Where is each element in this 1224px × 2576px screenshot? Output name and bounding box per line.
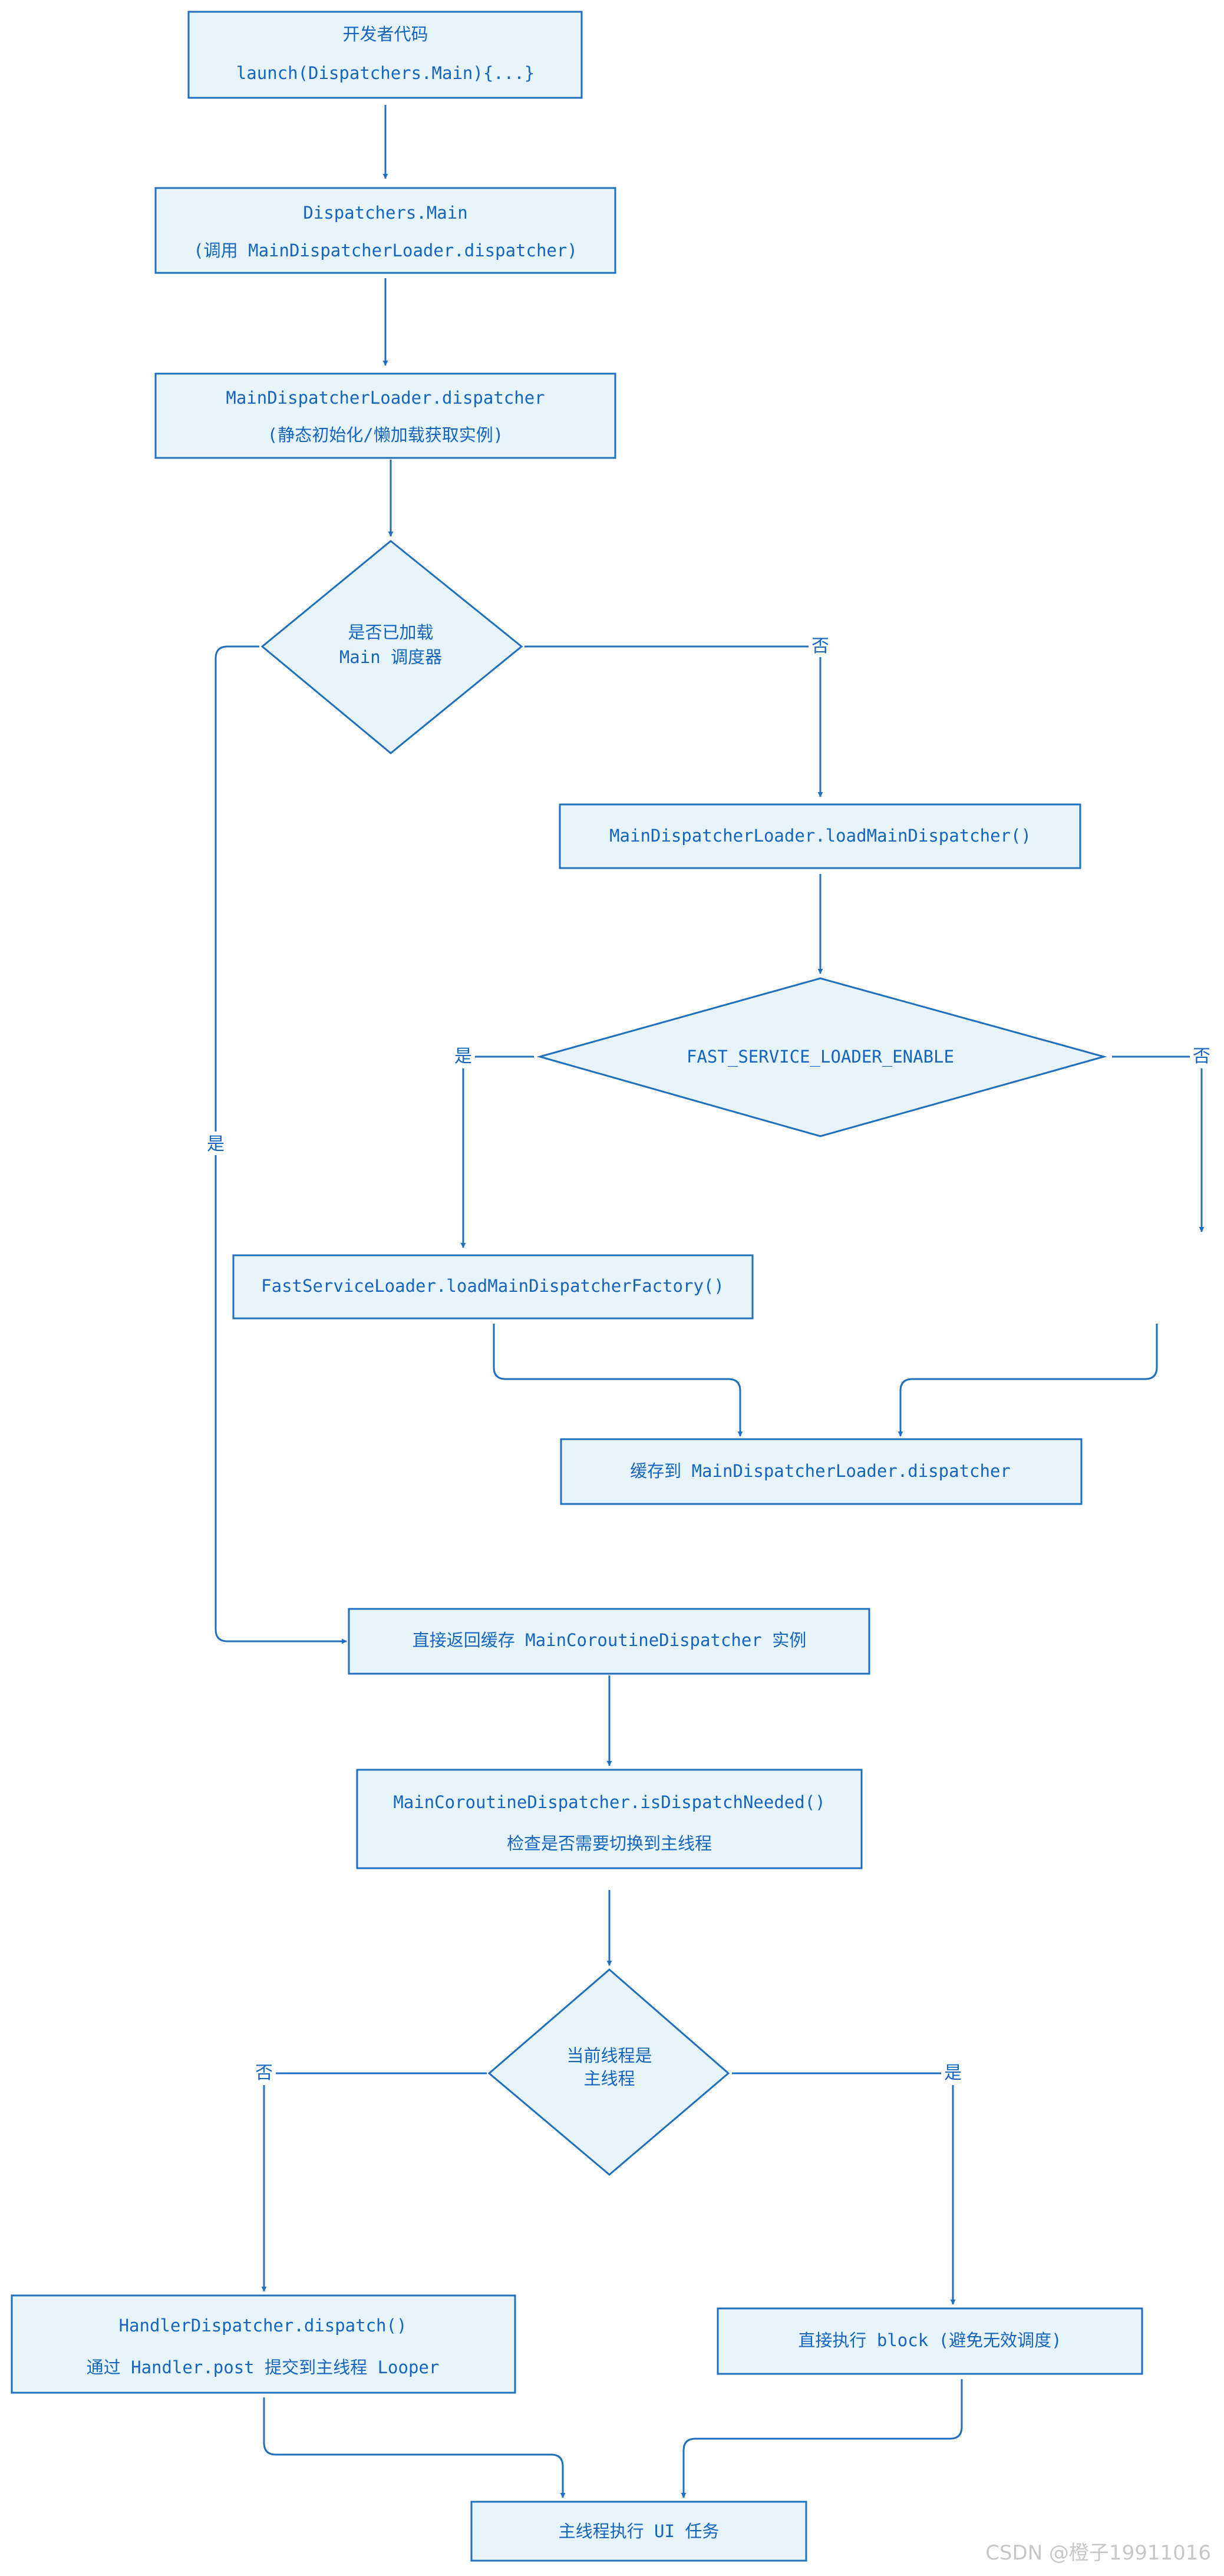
decision-is-main-thread-line-1: 当前线程是: [566, 2046, 652, 2066]
node-is-dispatch-needed-line-1: MainCoroutineDispatcher.isDispatchNeeded…: [393, 1792, 825, 1812]
watermark: CSDN @橙子19911016: [985, 2541, 1211, 2565]
label-d3-no: 否: [255, 2063, 273, 2083]
node-launch-line-1: 开发者代码: [342, 24, 428, 44]
node-main-thread-ui-line-1: 主线程执行 UI 任务: [559, 2521, 720, 2541]
node-fast-service-loader-line-1: FastServiceLoader.loadMainDispatcherFact…: [261, 1276, 724, 1296]
node-loader-dispatcher: MainDispatcherLoader.dispatcher (静态初始化/懒…: [154, 372, 616, 459]
edge-n5-n6: [493, 1324, 743, 1437]
node-dispatchers-main-line-1: Dispatchers.Main: [303, 203, 467, 223]
edge-d3-n10-yes: [732, 2072, 956, 2305]
node-loader-dispatcher-line-2: (静态初始化/懒加载获取实例): [268, 425, 503, 445]
node-dispatchers-main-line-2: (调用 MainDispatcherLoader.dispatcher): [193, 240, 578, 260]
decision-is-main-thread: 当前线程是 主线程: [487, 1968, 730, 2176]
node-loader-dispatcher-line-1: MainDispatcherLoader.dispatcher: [226, 388, 545, 408]
label-d1-yes: 是: [207, 1134, 225, 1155]
edge-d2-no: [1112, 1056, 1205, 1232]
node-launch: 开发者代码 launch(Dispatchers.Main){...}: [187, 11, 583, 99]
node-return-cached: 直接返回缓存 MainCoroutineDispatcher 实例: [348, 1608, 870, 1675]
node-handler-dispatch-line-2: 通过 Handler.post 提交到主线程 Looper: [87, 2357, 440, 2377]
node-fast-service-loader: FastServiceLoader.loadMainDispatcherFact…: [232, 1254, 754, 1320]
node-load-main-dispatcher: MainDispatcherLoader.loadMainDispatcher(…: [559, 803, 1081, 869]
edge-d2no-n6: [898, 1324, 1158, 1437]
node-is-dispatch-needed: MainCoroutineDispatcher.isDispatchNeeded…: [356, 1769, 863, 1869]
node-dispatchers-main: Dispatchers.Main (调用 MainDispatcherLoade…: [154, 187, 616, 274]
decision-main-loaded: 是否已加载 Main 调度器: [260, 540, 523, 754]
node-cache-dispatcher-line-1: 缓存到 MainDispatcherLoader.dispatcher: [630, 1461, 1011, 1481]
node-handler-dispatch: HandlerDispatcher.dispatch() 通过 Handler.…: [11, 2294, 516, 2394]
node-load-main-dispatcher-line-1: MainDispatcherLoader.loadMainDispatcher(…: [609, 826, 1031, 846]
edge-labels: 否 是 是 否 否 是: [204, 634, 1213, 2085]
node-execute-block-line-1: 直接执行 block (避免无效调度): [798, 2330, 1061, 2350]
decision-is-main-thread-line-2: 主线程: [583, 2069, 635, 2089]
label-d1-no: 否: [811, 636, 829, 657]
label-d3-yes: 是: [944, 2063, 962, 2083]
label-d2-no: 否: [1193, 1046, 1210, 1067]
edge-d1-n4-no: [524, 645, 823, 797]
edge-d1-n7-yes: [215, 645, 347, 1644]
node-execute-block: 直接执行 block (避免无效调度): [717, 2307, 1143, 2375]
node-is-dispatch-needed-line-2: 检查是否需要切换到主线程: [507, 1833, 712, 1853]
label-d2-yes: 是: [454, 1046, 472, 1067]
decision-main-loaded-line-1: 是否已加载: [348, 622, 433, 642]
node-handler-dispatch-line-1: HandlerDispatcher.dispatch(): [119, 2316, 407, 2336]
decision-fast-service-loader: FAST_SERVICE_LOADER_ENABLE: [536, 977, 1107, 1137]
node-launch-line-2: launch(Dispatchers.Main){...}: [236, 63, 535, 83]
decision-fast-service-loader-line-1: FAST_SERVICE_LOADER_ENABLE: [687, 1047, 954, 1067]
node-cache-dispatcher: 缓存到 MainDispatcherLoader.dispatcher: [560, 1438, 1083, 1505]
edge-d2-n5-yes: [460, 1056, 534, 1248]
node-main-thread-ui: 主线程执行 UI 任务: [470, 2501, 807, 2562]
node-return-cached-line-1: 直接返回缓存 MainCoroutineDispatcher 实例: [413, 1630, 807, 1650]
edge-d3-n9-no: [261, 2072, 487, 2292]
edge-n10-n11: [681, 2379, 963, 2498]
decision-main-loaded-line-2: Main 调度器: [339, 647, 442, 667]
edge-n9-n11: [263, 2397, 566, 2498]
